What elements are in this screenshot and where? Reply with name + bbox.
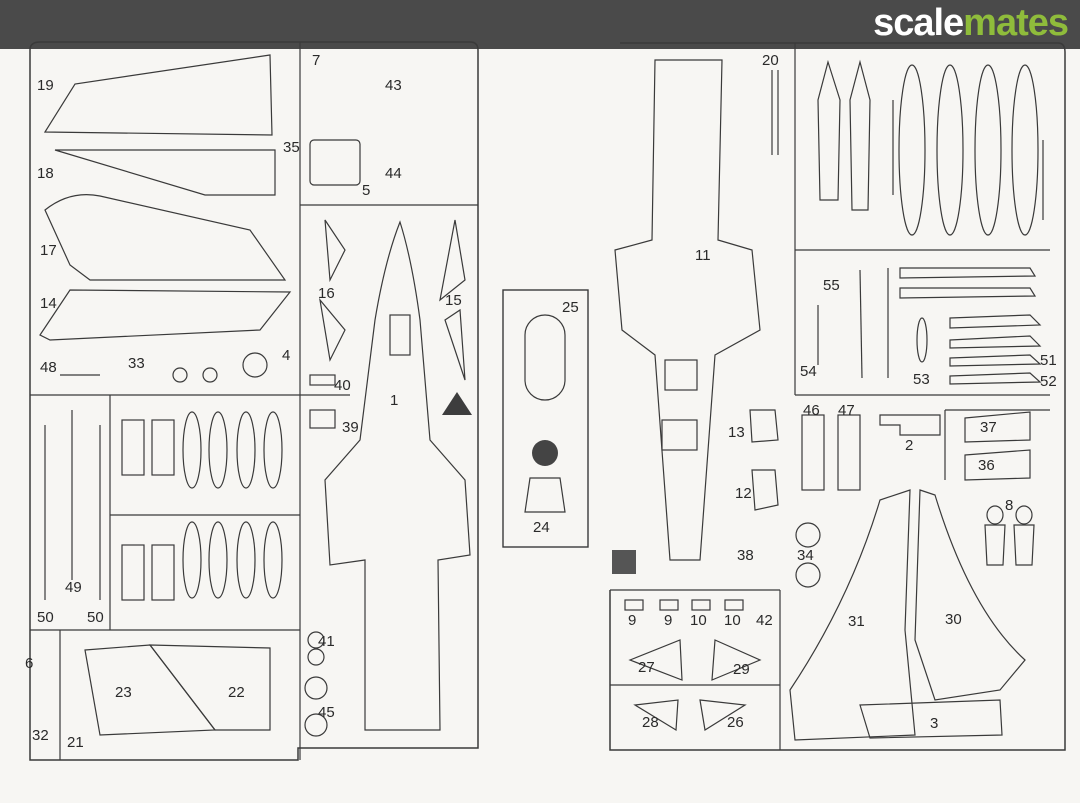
label-part-1: 1 [390, 392, 398, 409]
drop-tanks [121, 411, 283, 601]
label-part-2: 2 [905, 437, 913, 454]
label-part-26: 26 [727, 714, 744, 731]
part-18-wing [54, 149, 276, 196]
label-part-22: 22 [228, 684, 245, 701]
label-part-11: 11 [695, 247, 711, 264]
label-part-38: 38 [737, 547, 754, 564]
label-part-35: 35 [283, 139, 300, 156]
part-31-wing-half [789, 489, 916, 741]
label-part-47: 47 [838, 402, 855, 419]
canopy-sprue [502, 289, 589, 548]
label-part-34: 34 [797, 547, 814, 564]
part-11-fuselage [614, 59, 761, 561]
part-19-wing [43, 54, 273, 136]
missiles [817, 59, 1044, 385]
label-part-19: 19 [37, 77, 54, 94]
top-bar: scalemates [0, 0, 1080, 49]
label-part-40: 40 [334, 377, 351, 394]
label-part-48: 48 [40, 359, 57, 376]
label-part-17: 17 [40, 242, 57, 259]
label-part-50a: 50 [37, 609, 54, 626]
label-part-51: 51 [1040, 352, 1057, 369]
label-part-55: 55 [823, 277, 840, 294]
part-17-wing [44, 194, 287, 281]
part-23-fin [84, 644, 217, 736]
label-part-30: 30 [945, 611, 962, 628]
label-part-5: 5 [362, 182, 370, 199]
label-part-10a: 10 [690, 612, 707, 629]
part-22-fin [148, 644, 271, 731]
label-part-7: 7 [312, 52, 320, 69]
label-part-3: 3 [930, 715, 938, 732]
label-part-9b: 9 [664, 612, 672, 629]
circle-marker [532, 440, 558, 466]
label-part-24: 24 [533, 519, 550, 536]
label-part-33: 33 [128, 355, 145, 372]
label-part-21: 21 [67, 734, 84, 751]
label-part-37: 37 [980, 419, 997, 436]
label-part-13: 13 [728, 424, 745, 441]
label-part-52: 52 [1040, 373, 1057, 390]
label-part-25: 25 [562, 299, 579, 316]
part-1-fuselage [324, 220, 471, 731]
label-part-41: 41 [318, 633, 335, 650]
label-part-8: 8 [1005, 497, 1013, 514]
logo-part-mates: mates [963, 2, 1069, 44]
label-part-16: 16 [318, 285, 335, 302]
triangle-marker [442, 392, 472, 415]
label-part-53: 53 [913, 371, 930, 388]
label-part-50b: 50 [87, 609, 104, 626]
scalemates-logo[interactable]: scalemates [873, 2, 1069, 45]
part-14-wing [39, 289, 292, 341]
part-30-wing-half [914, 489, 1026, 701]
label-part-9a: 9 [628, 612, 636, 629]
label-part-20: 20 [762, 52, 779, 69]
label-part-39: 39 [342, 419, 359, 436]
label-part-15: 15 [445, 292, 462, 309]
label-part-18: 18 [37, 165, 54, 182]
label-part-42: 42 [756, 612, 773, 629]
label-part-45: 45 [318, 704, 335, 721]
part-3-panel [859, 699, 1003, 739]
label-part-43: 43 [385, 77, 402, 94]
label-part-31: 31 [848, 613, 865, 630]
label-part-10b: 10 [724, 612, 741, 629]
label-part-46: 46 [803, 402, 820, 419]
label-part-44: 44 [385, 165, 402, 182]
label-part-14: 14 [40, 295, 57, 312]
label-part-54: 54 [800, 363, 817, 380]
logo-part-scale: scale [873, 2, 964, 44]
label-part-28: 28 [642, 714, 659, 731]
label-part-12: 12 [735, 485, 752, 502]
label-part-23: 23 [115, 684, 132, 701]
label-part-32: 32 [32, 727, 49, 744]
label-part-4: 4 [282, 347, 290, 364]
label-part-49: 49 [65, 579, 82, 596]
label-part-6: 6 [25, 655, 33, 672]
label-part-36: 36 [978, 457, 995, 474]
left-sprue-frame [29, 41, 479, 761]
label-part-27: 27 [638, 659, 655, 676]
right-sprue-frame [609, 42, 1066, 751]
label-part-29: 29 [733, 661, 750, 678]
square-marker [612, 550, 636, 574]
